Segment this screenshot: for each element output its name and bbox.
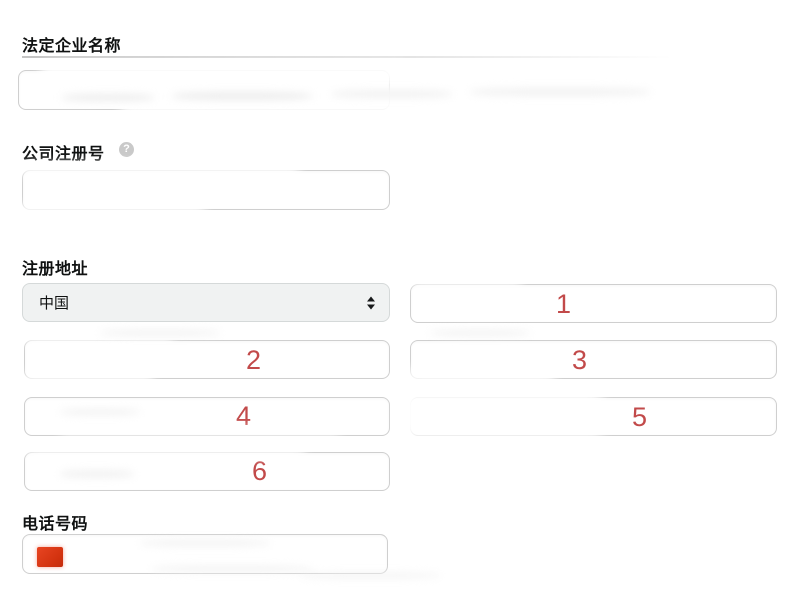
blur-artifact bbox=[140, 540, 270, 546]
blur-artifact bbox=[24, 335, 174, 345]
country-select-value: 中国 bbox=[39, 295, 70, 312]
blur-artifact bbox=[40, 62, 408, 86]
blur-artifact bbox=[172, 92, 312, 100]
blur-artifact bbox=[300, 573, 440, 578]
question-mark-icon: ? bbox=[123, 143, 130, 155]
blur-artifact bbox=[60, 470, 134, 478]
blur-artifact bbox=[24, 371, 154, 383]
annotation-4: 4 bbox=[236, 401, 252, 431]
blur-artifact bbox=[16, 204, 206, 216]
annotation-6: 6 bbox=[252, 456, 268, 486]
country-select[interactable]: 中国 bbox=[22, 283, 390, 322]
blur-artifact bbox=[332, 90, 452, 98]
blur-artifact bbox=[26, 447, 306, 457]
blur-artifact bbox=[60, 409, 140, 415]
blur-artifact bbox=[470, 88, 650, 96]
annotation-5: 5 bbox=[632, 402, 648, 432]
registered-address-label: 注册地址 bbox=[22, 261, 89, 278]
china-flag-icon bbox=[37, 547, 63, 567]
blur-artifact bbox=[412, 279, 522, 288]
blur-artifact bbox=[406, 367, 556, 383]
annotation-1: 1 bbox=[556, 289, 572, 319]
phone-label: 电话号码 bbox=[22, 516, 89, 533]
blur-artifact bbox=[60, 428, 340, 436]
blur-artifact bbox=[62, 94, 154, 101]
annotation-3: 3 bbox=[572, 345, 588, 375]
select-arrows-icon bbox=[367, 296, 375, 309]
divider bbox=[22, 56, 672, 58]
annotation-2: 2 bbox=[246, 345, 262, 375]
address-input-1[interactable] bbox=[410, 284, 777, 323]
blur-artifact bbox=[398, 392, 603, 438]
blur-artifact bbox=[430, 330, 530, 336]
blur-artifact bbox=[100, 330, 220, 336]
company-registration-input[interactable] bbox=[22, 170, 390, 210]
help-icon[interactable]: ? bbox=[119, 142, 134, 157]
blur-artifact bbox=[152, 566, 312, 572]
legal-name-label: 法定企业名称 bbox=[22, 38, 122, 55]
blur-artifact bbox=[20, 163, 300, 176]
company-registration-label: 公司注册号 bbox=[22, 146, 105, 163]
